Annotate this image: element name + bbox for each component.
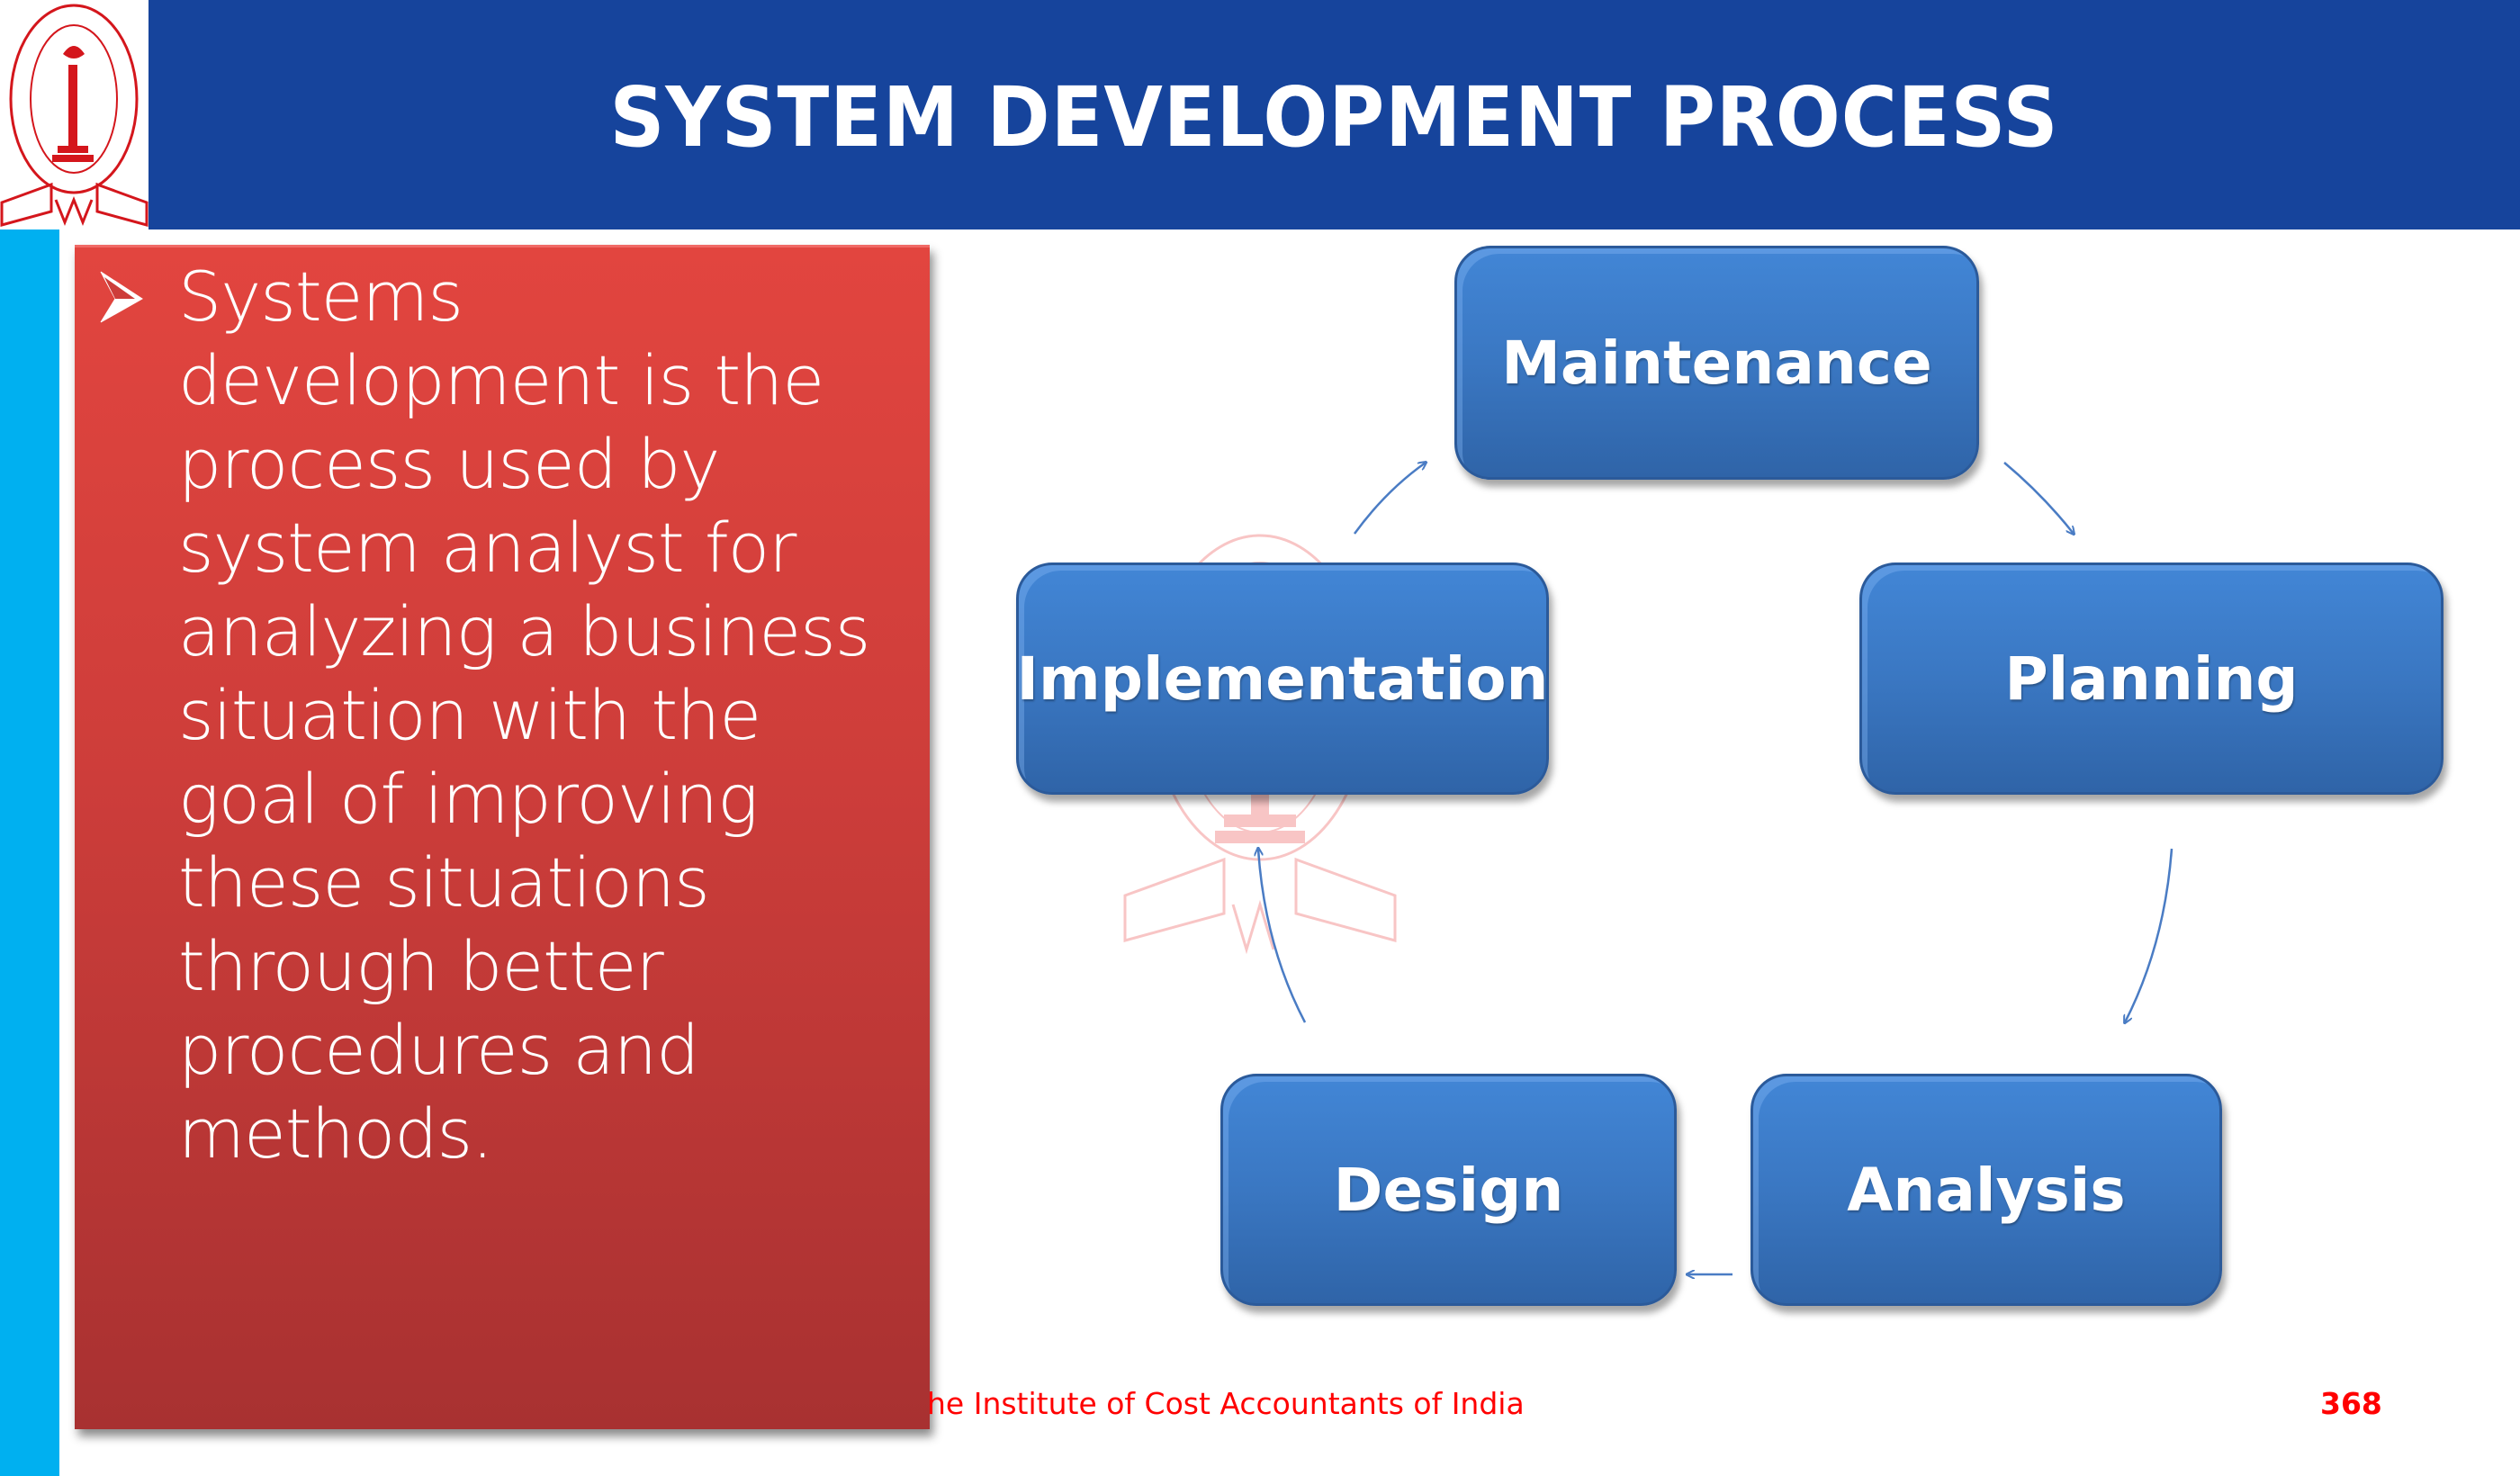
arrow-maintenance-to-planning xyxy=(2003,462,2074,534)
text-line: process used by xyxy=(178,424,720,504)
node-implementation: Implementation xyxy=(1016,562,1549,795)
arrow-planning-to-analysis xyxy=(2125,848,2174,1022)
arrowhead-bullet-icon xyxy=(100,271,143,323)
header-bar xyxy=(148,0,2520,230)
node-analysis: Analysis xyxy=(1750,1074,2222,1306)
page-number: 368 xyxy=(2320,1386,2382,1421)
text-line: goal of improving xyxy=(178,759,759,839)
text-line: procedures and xyxy=(178,1010,699,1090)
node-design: Design xyxy=(1220,1074,1677,1306)
sidebar-accent xyxy=(0,230,59,1476)
description-box xyxy=(75,245,930,1429)
node-maintenance: Maintenance xyxy=(1454,246,1979,480)
text-line: situation with the xyxy=(178,675,761,755)
text-line: analyzing a business xyxy=(178,591,870,671)
node-planning: Planning xyxy=(1859,562,2444,795)
text-line: through better xyxy=(178,926,664,1006)
description-text: Systems development is the process used … xyxy=(178,255,870,1175)
text-line: development is the xyxy=(178,340,824,420)
text-line: Systems xyxy=(178,256,464,337)
text-line: these situations xyxy=(178,842,710,922)
text-line: methods. xyxy=(178,1094,493,1174)
slide-title: SYSTEM DEVELOPMENT PROCESS xyxy=(609,69,2059,166)
institute-logo xyxy=(0,0,148,230)
text-line: system analyst for xyxy=(178,508,796,588)
footer-organization: he Institute of Cost Accountants of Indi… xyxy=(927,1386,1525,1421)
